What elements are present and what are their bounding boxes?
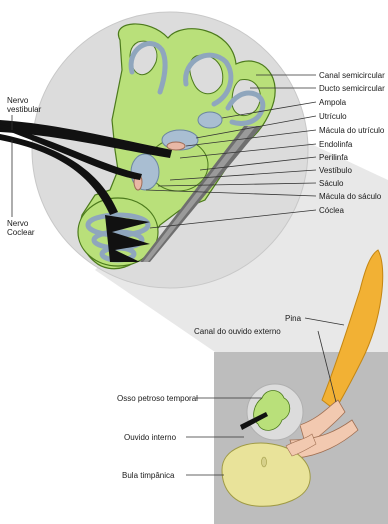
label-coclea: Cóclea xyxy=(319,206,344,215)
label-utriculo: Utrículo xyxy=(319,112,347,121)
label-macula-utriculo: Mácula do utrículo xyxy=(319,126,384,135)
label-bula-timpanica: Bula timpânica xyxy=(122,471,174,480)
label-perilinfa: Perilinfa xyxy=(319,153,348,162)
utricle-macula xyxy=(167,142,185,150)
label-nervo-vestibular-2: vestibular xyxy=(7,105,41,114)
label-osso-petroso-temporal: Osso petroso temporal xyxy=(117,394,198,403)
label-ducto-semicircular: Ducto semicircular xyxy=(319,84,385,93)
label-endolinfa: Endolinfa xyxy=(319,140,352,149)
label-nervo-vestibular-1: Nervo xyxy=(7,96,28,105)
label-vestibulo: Vestíbulo xyxy=(319,166,352,175)
ampulla xyxy=(198,112,222,128)
label-ampola: Ampola xyxy=(319,98,346,107)
label-saculo: Sáculo xyxy=(319,179,343,188)
label-ouvido-interno: Ouvido interno xyxy=(124,433,176,442)
label-nervo-coclear-2: Coclear xyxy=(7,228,35,237)
bulla-opening xyxy=(262,457,267,467)
label-pina: Pina xyxy=(285,314,301,323)
label-nervo-coclear-1: Nervo xyxy=(7,219,28,228)
label-canal-semicircular: Canal semicircular xyxy=(319,71,385,80)
label-macula-saculo: Mácula do sáculo xyxy=(319,192,381,201)
label-canal-ouvido-externo: Canal do ouvido externo xyxy=(194,327,281,336)
